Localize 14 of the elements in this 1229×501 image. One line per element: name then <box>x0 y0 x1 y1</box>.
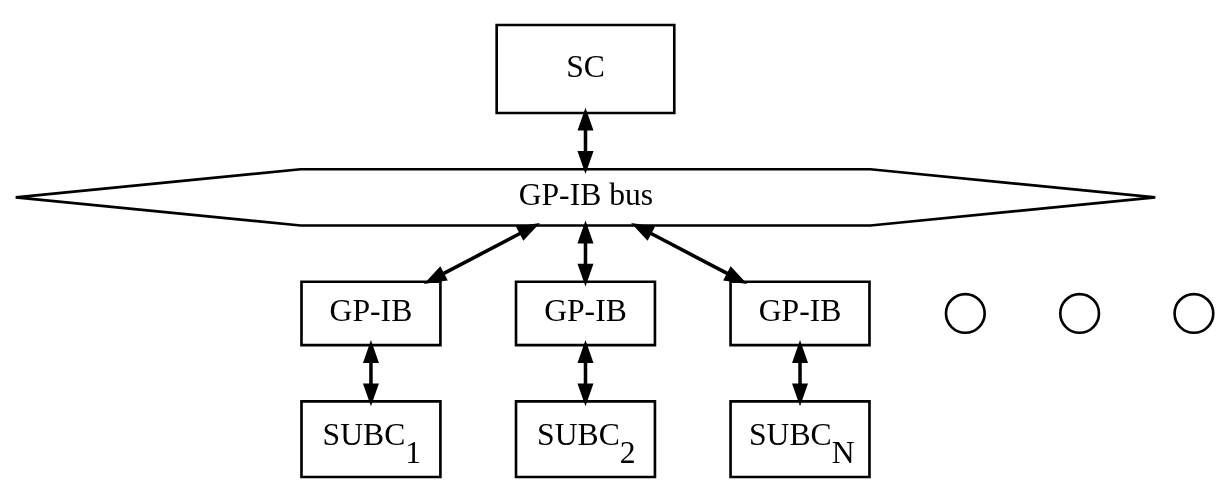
node-box: SC <box>495 23 676 114</box>
node-box: GP-IB <box>300 279 442 346</box>
node-circle <box>1173 292 1215 334</box>
node-circle <box>1058 292 1101 334</box>
arrow <box>631 222 748 284</box>
arrow <box>423 222 540 284</box>
arrow <box>792 339 809 406</box>
node-circle <box>944 292 986 334</box>
arrow <box>362 339 379 406</box>
node-box: GP-IB <box>514 279 657 346</box>
arrow <box>577 219 594 287</box>
arrow <box>577 107 594 174</box>
node-box: GP-IB <box>729 279 871 346</box>
arrow <box>577 339 594 406</box>
